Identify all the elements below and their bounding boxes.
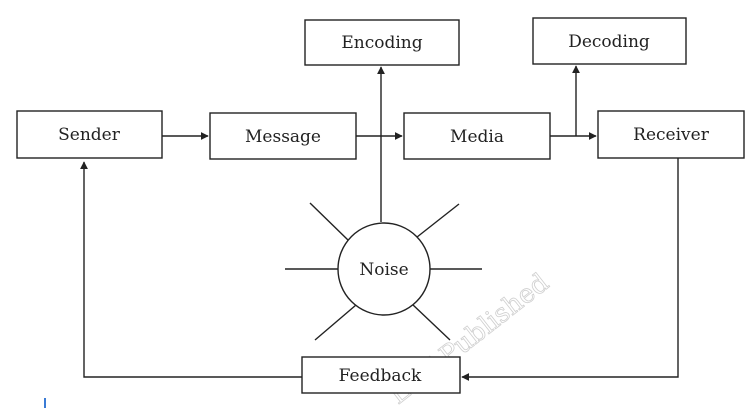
node-feedback-label: Feedback	[339, 366, 422, 386]
node-message-label: Message	[245, 127, 321, 147]
node-sender-box	[16, 110, 163, 159]
node-media-box	[403, 112, 551, 160]
node-encoding-box	[304, 19, 460, 66]
node-sender: Sender	[16, 110, 163, 159]
node-decoding-box	[532, 17, 687, 65]
node-receiver-label: Receiver	[633, 125, 710, 145]
node-message: Message	[209, 112, 357, 160]
noise-ray	[309, 202, 350, 242]
node-noise-circle	[337, 222, 431, 316]
node-receiver-box	[597, 110, 745, 159]
node-decoding-label: Decoding	[568, 32, 650, 52]
noise-rays	[285, 202, 482, 341]
text-cursor	[44, 398, 46, 408]
noise-ray	[411, 203, 460, 242]
node-feedback-box	[301, 356, 461, 394]
edge-feedback-sender	[80, 161, 302, 378]
node-receiver: Receiver	[597, 110, 745, 159]
noise-ray	[314, 304, 357, 341]
node-feedback: Feedback	[301, 356, 461, 394]
node-media: Media	[403, 112, 551, 160]
node-encoding-label: Encoding	[341, 33, 422, 53]
node-noise: Noise	[337, 222, 431, 316]
node-encoding: Encoding	[304, 19, 460, 66]
noise-ray	[411, 303, 451, 341]
node-media-label: Media	[450, 127, 504, 147]
node-decoding: Decoding	[532, 17, 687, 65]
node-noise-label: Noise	[359, 260, 408, 280]
node-message-box	[209, 112, 357, 160]
node-sender-label: Sender	[58, 125, 121, 145]
edge-receiver-feedback	[461, 157, 679, 381]
